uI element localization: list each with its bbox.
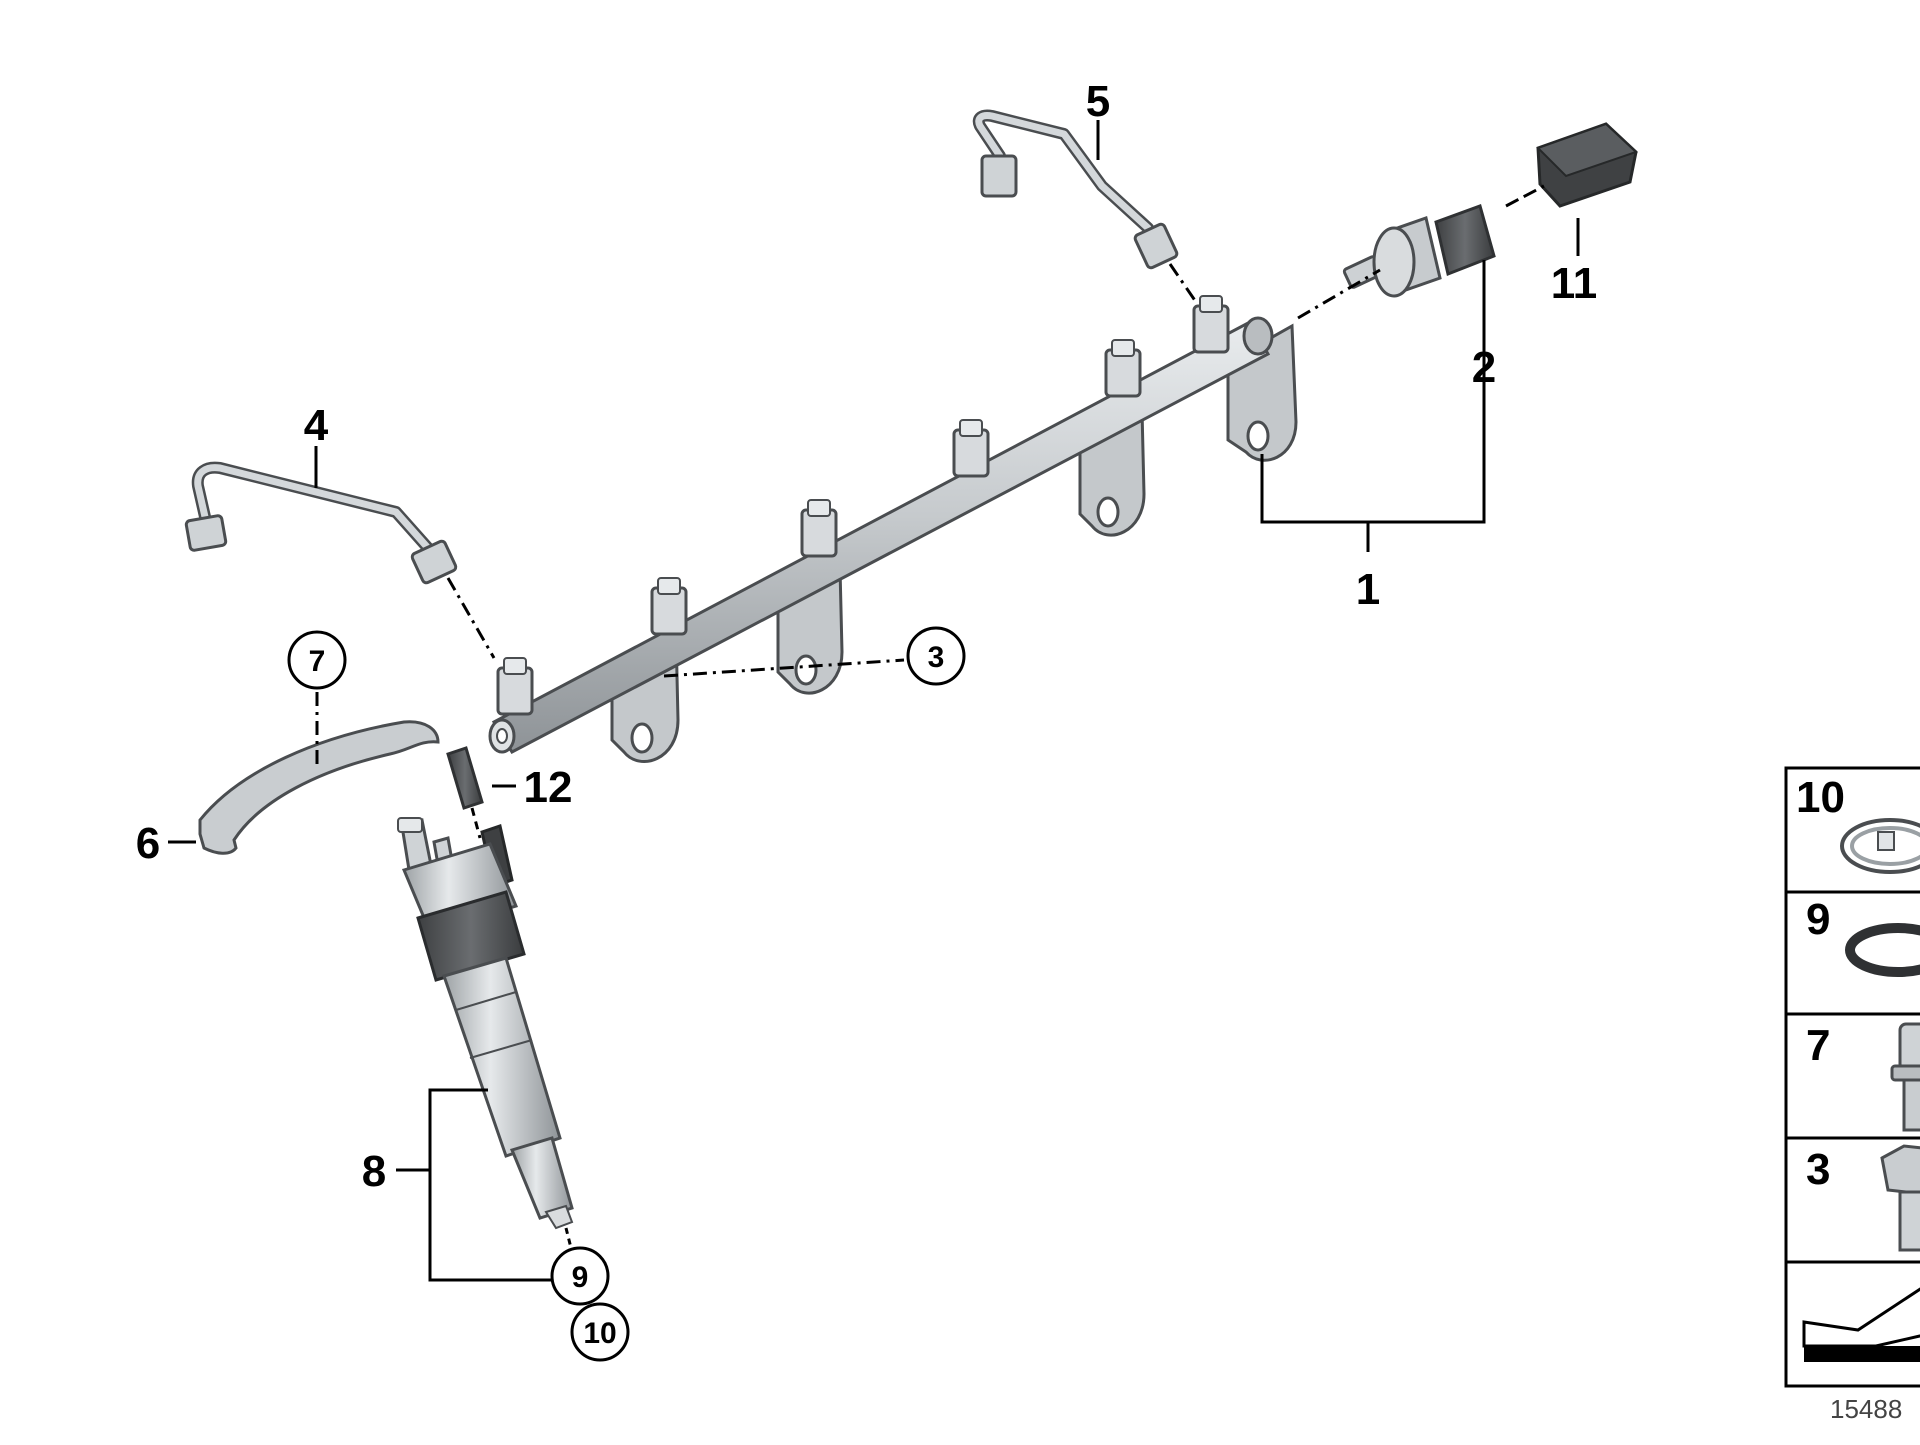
seal-ring-icon <box>1840 818 1920 874</box>
bolt-icon <box>1880 1144 1920 1252</box>
rail-port <box>952 419 990 478</box>
clamp-plate <box>198 720 440 855</box>
label-4: 4 <box>304 401 329 450</box>
rail-port <box>800 499 838 558</box>
callout-circle-7 <box>287 630 347 690</box>
label-2: 2 <box>1472 343 1496 392</box>
label-9: 9 <box>572 1261 589 1294</box>
leader-dash <box>564 1227 574 1253</box>
leader-dash <box>1505 184 1545 208</box>
label-1: 1 <box>1356 565 1380 614</box>
leader-dash <box>663 658 905 678</box>
connector-plug <box>1536 122 1638 208</box>
label-3: 3 <box>928 641 945 674</box>
leader-lines <box>168 120 1580 844</box>
fuel-rail <box>488 295 1298 763</box>
sleeve <box>446 746 484 810</box>
direction-arrow-icon <box>1802 1287 1920 1362</box>
kit-panel: 10 9 7 3 <box>1784 766 1920 1388</box>
callout-circle-3 <box>906 626 966 686</box>
label-8: 8 <box>362 1147 386 1196</box>
label-7: 7 <box>309 645 326 678</box>
label-11: 11 <box>1551 259 1598 308</box>
fuel-line-right <box>972 109 1179 270</box>
injector <box>397 817 574 1230</box>
label-6: 6 <box>136 819 160 868</box>
leader-dash <box>470 807 482 839</box>
kit-row-label: 3 <box>1806 1145 1830 1194</box>
callout-circle-9 <box>550 1246 610 1306</box>
pressure-sensor <box>1342 204 1496 298</box>
group-bracket-8 <box>396 1088 552 1282</box>
label-10: 10 <box>583 1317 616 1350</box>
screw-icon <box>1890 1022 1920 1132</box>
leader-dash <box>1168 263 1198 303</box>
kit-row-label: 10 <box>1796 773 1845 822</box>
rail-port <box>1192 295 1230 354</box>
label-5: 5 <box>1086 77 1110 126</box>
kit-row-label: 9 <box>1806 895 1830 944</box>
group-bracket-1 <box>1260 260 1486 552</box>
fuel-line-left <box>184 461 458 585</box>
label-12: 12 <box>524 763 573 812</box>
callout-circle-10 <box>570 1302 630 1362</box>
leader-dash <box>446 577 496 659</box>
kit-row-label: 7 <box>1806 1021 1830 1070</box>
reference-number: 15488 <box>1830 1394 1902 1424</box>
leader-dash <box>1297 268 1381 320</box>
rail-port <box>496 657 534 716</box>
rail-port <box>650 577 688 636</box>
rail-port <box>1104 339 1142 398</box>
o-ring-icon <box>1845 923 1920 977</box>
